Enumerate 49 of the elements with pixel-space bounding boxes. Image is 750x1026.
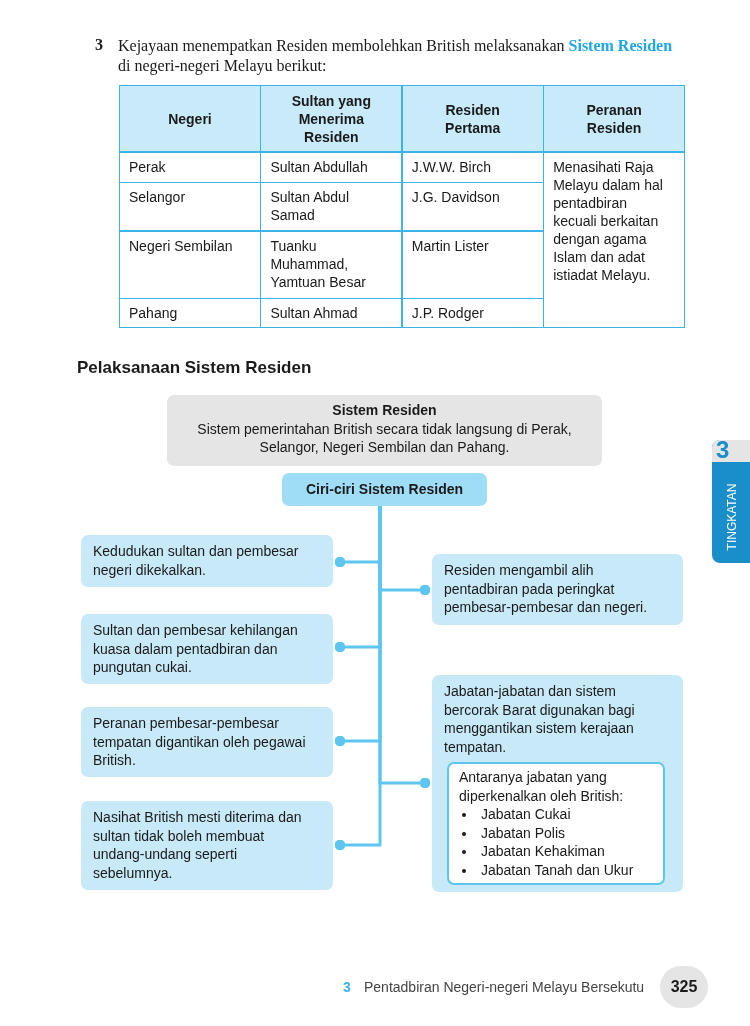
box-heading: Ciri-ciri Sistem Residen: [304, 480, 465, 499]
table-cell: Martin Lister: [402, 231, 543, 298]
heading-box: [282, 473, 487, 506]
feature-box: [81, 801, 333, 890]
feature-box: [81, 707, 333, 777]
feature-box: [81, 535, 333, 587]
box-heading: Sistem Residen: [331, 401, 438, 420]
box-text: Peranan pembesar-pembesar tempatan digantikan oleh pegawai British.: [93, 714, 307, 770]
list-box: [447, 762, 665, 885]
intro-sentence: Kejayaan menempatkan Residen membolehkan British melaksanakan Sistem Residen di negeri-negeri Melayu berikut:: [118, 36, 674, 76]
chapter-number: 3: [716, 436, 730, 464]
chapter-title: Pentadbiran Negeri-negeri Melayu Bersekutu: [364, 979, 645, 995]
feature-box: [432, 675, 683, 892]
table-cell: Sultan Abdul Samad: [261, 183, 402, 230]
box-text: Kedudukan sultan dan pembesar negeri dikekalkan.: [93, 542, 300, 579]
table-cell: Menasihati Raja Melayu dalam hal pentadbiran kecuali berkaitan dengan agama Islam dan adat istiadat Melayu.: [544, 152, 684, 327]
definition-box: [167, 395, 602, 466]
box-text: Sistem pemerintahan British secara tidak langsung di Perak, Selangor, Negeri Sembilan dan Pahang.: [196, 419, 573, 457]
page-number: 325: [660, 966, 708, 1008]
table-cell: Sultan Ahmad: [261, 299, 402, 327]
box-text: Sultan dan pembesar kehilangan kuasa dalam pentadbiran dan pungutan cukai.: [93, 621, 299, 677]
list-item: Jabatan Cukai: [481, 806, 571, 822]
table-cell: J.P. Rodger: [402, 299, 543, 327]
table-cell: Negeri Sembilan: [120, 231, 260, 298]
question-number: 3: [95, 36, 103, 54]
table-cell: J.W.W. Birch: [402, 152, 543, 182]
header-cell: Negeri: [120, 86, 260, 151]
header-cell: Peranan Residen: [544, 86, 684, 151]
list-intro: Antaranya jabatan yang diperkenalkan oleh British:: [459, 768, 625, 805]
chapter-number: 3: [343, 979, 351, 995]
list-item: Jabatan Polis: [481, 824, 566, 841]
tab-label: TINGKATAN: [725, 482, 739, 553]
table-cell: J.G. Davidson: [402, 183, 543, 230]
table-cell: Pahang: [120, 299, 260, 327]
list-item: Jabatan Kehakiman: [481, 843, 605, 859]
connector-line: [334, 506, 382, 851]
box-text: Jabatan-jabatan dan sistem bercorak Barat digunakan bagi menggantikan sistem kerajaan tempatan.: [444, 682, 636, 756]
feature-box: [81, 614, 333, 684]
table-cell: Sultan Abdullah: [261, 152, 402, 182]
box-text: Nasihat British mesti diterima dan sultan tidak boleh membuat undang-undang seperti sebelumnya.: [93, 808, 303, 882]
box-text: Residen mengambil alih pentadbiran pada peringkat pembesar-pembesar dan negeri.: [444, 561, 649, 617]
table-cell: Perak: [120, 152, 260, 182]
feature-box: [432, 554, 683, 625]
header-cell: Sultan yang Menerima Residen: [261, 86, 402, 151]
section-title: Pelaksanaan Sistem Residen: [77, 358, 312, 378]
list-item: Jabatan Tanah dan Ukur: [481, 861, 634, 878]
table-cell: Selangor: [120, 183, 260, 230]
header-cell: Residen Pertama: [402, 86, 543, 151]
table-cell: Tuanku Muhammad, Yamtuan Besar: [261, 231, 402, 298]
